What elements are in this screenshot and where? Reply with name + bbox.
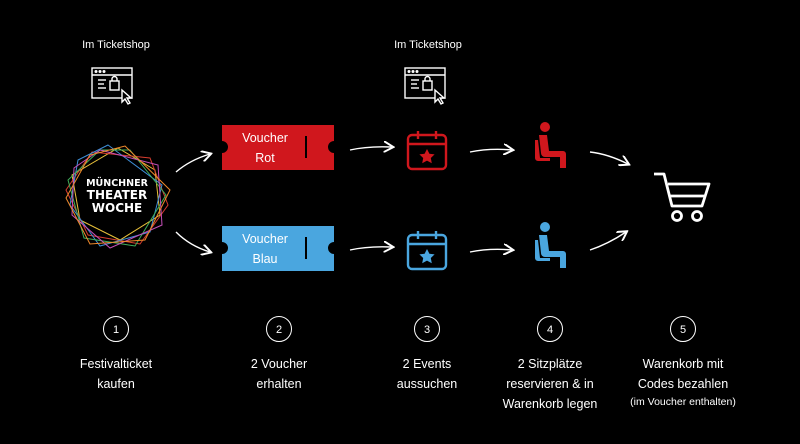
- step-label: kaufen: [97, 377, 135, 391]
- step-5: 5 Warenkorb mit Codes bezahlen (im Vouch…: [603, 316, 763, 410]
- logo-line: THEATER: [86, 188, 148, 202]
- step-4: 4 2 Sitzplätze reservieren & in Warenkor…: [470, 316, 630, 414]
- arrow-icon: [589, 232, 626, 251]
- step-label: 2 Voucher: [250, 357, 308, 371]
- step-sublabel: (im Voucher enthalten): [630, 396, 736, 408]
- step-label: erhalten: [256, 377, 302, 391]
- step-label: Codes bezahlen: [637, 377, 729, 391]
- voucher-red-label: Voucher Rot: [230, 128, 300, 168]
- step-label: 2 Events: [402, 357, 452, 371]
- ticket-line: Voucher: [242, 131, 288, 145]
- voucher-blue-label: Voucher Blau: [230, 229, 300, 269]
- calendar-star-icon: [406, 231, 448, 271]
- shop-screen-icon: [404, 67, 446, 105]
- shop-screen-icon: [91, 67, 133, 105]
- ticket-line: Voucher: [242, 232, 288, 246]
- shop-label: Im Ticketshop: [82, 39, 150, 51]
- step-1: 1 Festivalticket kaufen: [36, 316, 196, 394]
- shop-label: Im Ticketshop: [394, 39, 462, 51]
- shopping-cart-icon: [654, 172, 711, 222]
- step-label: Festivalticket: [79, 357, 153, 371]
- logo-wordmark: MÜNCHNER THEATER WOCHE: [72, 178, 162, 215]
- step-3: 3 2 Events aussuchen: [347, 316, 507, 394]
- logo-line: WOCHE: [91, 201, 143, 215]
- arrow-icon: [469, 249, 512, 252]
- arrow-icon: [349, 247, 392, 250]
- step-number: 2: [266, 316, 292, 342]
- festival-logo: [65, 144, 171, 249]
- step-number: 3: [414, 316, 440, 342]
- arrow-icon: [175, 231, 210, 252]
- seated-person-icon: [535, 122, 566, 168]
- step-number: 1: [103, 316, 129, 342]
- calendar-star-icon: [406, 131, 448, 171]
- seated-person-icon: [535, 222, 566, 268]
- step-label: reservieren & in: [506, 377, 594, 391]
- step-label: 2 Sitzplätze: [517, 357, 583, 371]
- ticket-line: Blau: [252, 252, 278, 266]
- step-label: aussuchen: [396, 377, 458, 391]
- step-label: Warenkorb mit: [642, 357, 724, 371]
- step-number: 4: [537, 316, 563, 342]
- logo-line: MÜNCHNER: [86, 178, 148, 189]
- step-2: 2 2 Voucher erhalten: [199, 316, 359, 394]
- arrow-icon: [469, 149, 512, 152]
- ticket-line: Rot: [255, 151, 275, 165]
- step-label: Warenkorb legen: [502, 397, 598, 411]
- arrow-icon: [175, 154, 210, 173]
- step-number: 5: [670, 316, 696, 342]
- arrow-icon: [349, 147, 392, 150]
- arrow-icon: [589, 151, 628, 164]
